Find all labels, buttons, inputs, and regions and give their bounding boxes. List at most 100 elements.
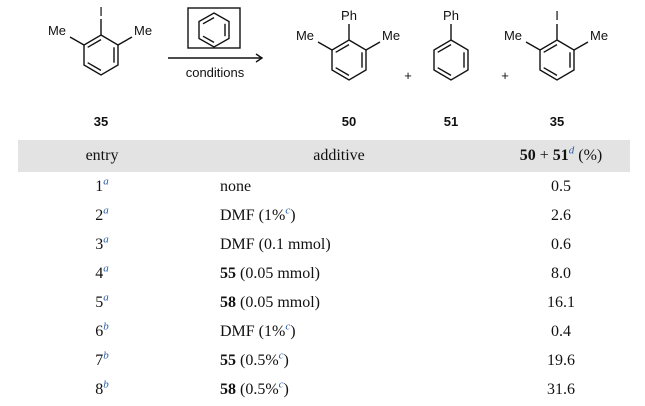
reaction-scheme: I Me Me 35 conditions Ph Me Me 50 + Ph 5… [48,4,608,129]
product-51-ring [433,24,469,81]
additive-compound-number: 58 [220,293,236,311]
additive-text: (0.5% [236,351,279,369]
yield-cell: 8.0 [551,264,571,282]
entry-footnote: a [103,204,109,217]
entry-number: 8 [95,380,104,398]
table-row: 1a none 0.5 [18,172,630,201]
header-yield-unit: (%) [578,147,603,164]
header-yield-51: 51 [552,147,569,164]
header-yield-footnote: d [568,144,575,157]
entry-number: 6 [95,322,104,340]
reactant-methyl-right: Me [134,23,152,38]
entry-number: 7 [95,351,104,369]
yield-cell: 0.5 [551,177,571,195]
additive-compound-number: 58 [220,380,236,398]
header-additive: additive [313,147,365,164]
header-yield-plus: + [539,147,549,164]
additive-compound-number: 55 [220,351,236,369]
product-51-compound-number: 51 [444,114,458,129]
yield-cell: 31.6 [547,380,575,398]
plus-sign-1: + [404,68,412,83]
conditions-label: conditions [186,65,245,80]
header-entry: entry [85,147,119,164]
entry-cell: 6b [18,317,186,346]
entry-footnote: a [103,233,109,246]
yield-cell: 2.6 [551,206,571,224]
yield-cell: 19.6 [547,351,575,369]
reagent-benzene [187,7,241,49]
additive-cell: DMF (1%c) [186,201,492,230]
additive-cell: 58 (0.05 mmol) [186,288,492,317]
additive-text: none [220,177,252,195]
reactant-compound-number: 35 [94,114,108,129]
product-50-methyl-left: Me [296,28,314,43]
product-50-methyl-right: Me [382,28,400,43]
additive-cell: DMF (0.1 mmol) [186,230,492,259]
recovered-35-methyl-right: Me [590,28,608,43]
additive-footnote: c [285,204,291,217]
entry-footnote: a [103,175,109,188]
additive-cell: none [186,172,492,201]
reactant-methyl-left: Me [48,23,66,38]
table-row: 3a DMF (0.1 mmol) 0.6 [18,230,630,259]
additive-closing-paren: ) [283,351,289,369]
additive-text: DMF (0.1 mmol) [220,235,331,253]
additive-closing-paren: ) [283,380,289,398]
entry-cell: 3a [18,230,186,259]
header-yield: 50 + 51d (%) [492,140,630,172]
table-header-row: entry additive 50 + 51d (%) [18,140,630,172]
yield-cell: 16.1 [547,293,575,311]
product-50-compound-number: 50 [342,114,356,129]
entry-footnote: a [103,291,109,304]
product-51-phenyl-label: Ph [443,8,459,23]
additive-cell: 55 (0.5%c) [186,346,492,375]
entry-cell: 4a [18,259,186,288]
entry-number: 3 [95,235,104,253]
yield-cell: 0.6 [551,235,571,253]
additive-text: (0.5% [236,380,279,398]
recovered-35-compound-number: 35 [550,114,564,129]
entry-footnote: b [103,378,109,391]
additive-closing-paren: ) [290,322,296,340]
additive-footnote: c [278,378,284,391]
product-50-ring [317,24,381,81]
entry-cell: 5a [18,288,186,317]
entry-number: 2 [95,206,104,224]
yield-cell: 0.4 [551,322,571,340]
reactant-ring [69,19,133,76]
additive-cell: DMF (1%c) [186,317,492,346]
additive-closing-paren: ) [290,206,296,224]
reactant-iodo-label: I [99,4,103,19]
entry-footnote: b [103,349,109,362]
entry-cell: 8b [18,375,186,404]
additive-text: (0.05 mmol) [236,264,320,282]
additive-footnote: c [285,320,291,333]
recovered-35-methyl-left: Me [504,28,522,43]
entry-number: 4 [95,264,104,282]
additive-text: DMF (1% [220,206,286,224]
additive-text: (0.05 mmol) [236,293,320,311]
entry-cell: 1a [18,172,186,201]
plus-sign-2: + [501,68,509,83]
reaction-arrow [168,53,264,63]
entry-cell: 7b [18,346,186,375]
additive-compound-number: 55 [220,264,236,282]
recovered-35-ring [525,24,589,81]
entry-footnote: b [103,320,109,333]
entry-number: 1 [95,177,104,195]
additive-cell: 55 (0.05 mmol) [186,259,492,288]
entry-number: 5 [95,293,104,311]
entry-cell: 2a [18,201,186,230]
header-yield-50: 50 [519,147,536,164]
product-50-phenyl-label: Ph [341,8,357,23]
additive-cell: 58 (0.5%c) [186,375,492,404]
additive-footnote: c [278,349,284,362]
